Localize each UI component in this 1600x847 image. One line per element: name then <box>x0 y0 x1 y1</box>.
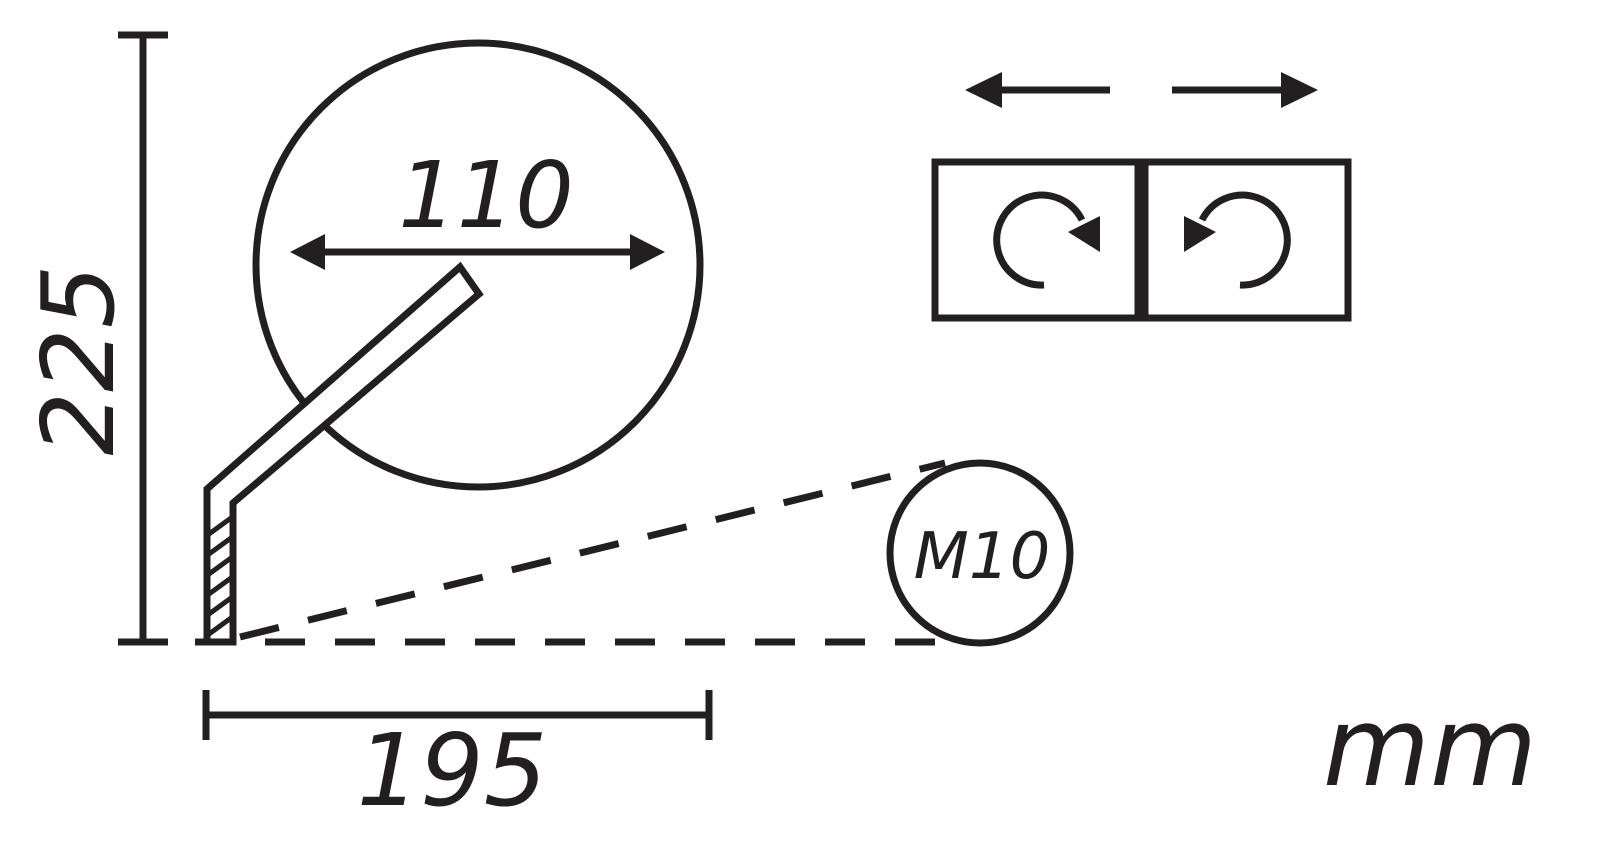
width-dimension <box>202 690 713 740</box>
dashed-diagonal-line <box>239 459 946 641</box>
thread-label: M10 <box>914 520 1051 594</box>
width-dimension-label: 195 <box>357 712 548 829</box>
rotation-box-clockwise <box>931 158 1142 322</box>
arrow-right-icon <box>1172 72 1318 108</box>
handwheel-circle <box>252 39 704 491</box>
unit-label: mm <box>1323 683 1537 811</box>
thread-circle <box>886 459 1074 647</box>
rotation-box-counterclockwise <box>1141 158 1352 322</box>
diameter-dimension <box>290 234 665 270</box>
diameter-dimension-label: 110 <box>398 142 574 249</box>
rotate-clockwise-icon <box>993 191 1100 289</box>
rotation-option-boxes <box>931 158 1352 322</box>
arrowhead-right-icon <box>630 234 665 270</box>
dashed-reach-lines <box>195 459 965 646</box>
arrow-left-icon <box>965 72 1110 108</box>
hatched-mount-base <box>207 515 233 637</box>
height-dimension-label: 225 <box>20 265 137 456</box>
rotate-counterclockwise-icon <box>1184 191 1291 289</box>
crank-arm <box>203 261 484 646</box>
arrowhead-left-icon <box>290 234 325 270</box>
direction-arrows <box>965 72 1318 108</box>
height-dimension <box>118 31 168 646</box>
